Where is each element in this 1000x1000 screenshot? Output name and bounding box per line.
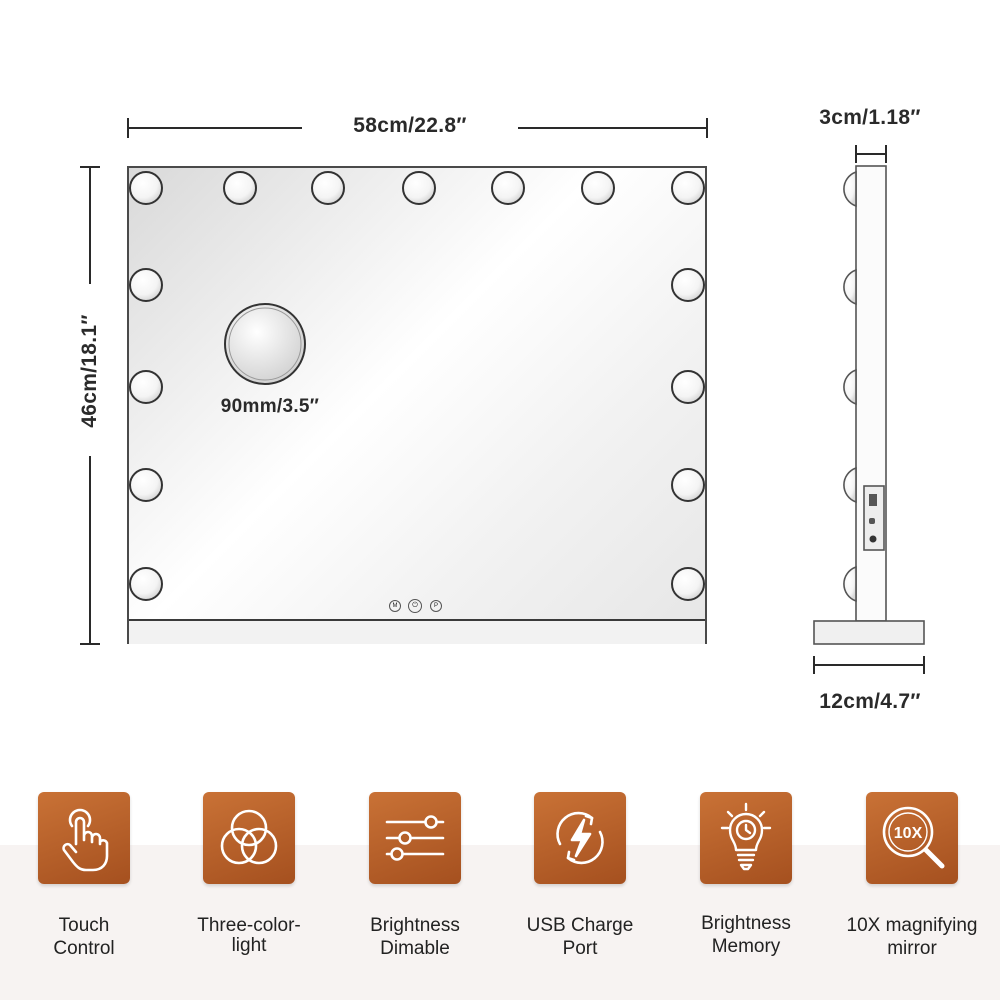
bulb [223,171,257,205]
touch-control-label: Touch Control [53,915,115,959]
magnifying-mirror-tile: 10X [866,792,958,884]
brightness-memory-tile [700,792,792,884]
bulb [129,567,163,601]
bulb [671,268,705,302]
lightbulb-memory-icon [720,802,772,871]
touch-control-tile [38,792,130,884]
usb-charge-icon [556,811,604,865]
bulb [671,370,705,404]
depth-label: 3cm/1.18″ [819,106,921,129]
features-background [0,845,1000,1000]
bulb [129,171,163,205]
magnify-text: 10X [894,825,923,842]
sliders-icon [385,815,445,861]
mirror-front [127,166,707,644]
front-bulbs [129,145,925,674]
base-label: 12cm/4.7″ [819,690,921,713]
usb-charge-label: USB Charge Port [526,915,634,959]
preset-button[interactable]: P [430,600,442,612]
magnifier-size-label: 90mm/3.5″ [220,396,320,417]
bulb [129,268,163,302]
brightness-dimable-label: Brightness Dimable [370,915,460,959]
bulb [129,468,163,502]
power-button[interactable]: ⏻ [408,599,422,613]
bulb [671,468,705,502]
brightness-memory-label: Brightness Memory [701,913,791,957]
magnifying-mirror-label: 10X magnifying mirror [846,915,978,959]
usb-charge-tile [534,792,626,884]
three-color-tile [203,792,295,884]
bulb [671,567,705,601]
side-view [813,165,925,645]
bulb [129,370,163,404]
magnifying-mirror [224,303,306,385]
touch-hand-icon [62,808,109,872]
width-label: 58cm/22.8″ [353,114,467,137]
three-color-icon [220,809,278,865]
three-color-label: Three-color- light [197,915,301,956]
mirror-base-strip [129,619,705,644]
bulb [491,171,525,205]
brightness-dimable-tile [369,792,461,884]
depth-dimension [855,145,887,163]
bulb [402,171,436,205]
bulb [311,171,345,205]
base-dimension [813,656,925,674]
bulb [671,171,705,205]
bulb [581,171,615,205]
magnifier-10x-icon: 10X [882,806,945,869]
mode-button[interactable]: M [389,600,401,612]
